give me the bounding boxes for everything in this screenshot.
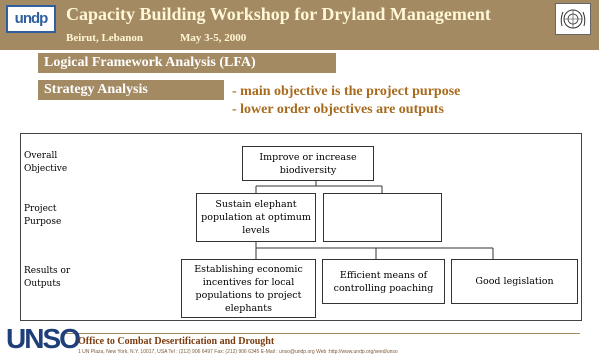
row-label-results-2: Outputs xyxy=(24,279,61,289)
bullet-lower-objectives: - lower order objectives are outputs xyxy=(232,102,444,117)
lfa-bar xyxy=(38,53,336,73)
footer-divider xyxy=(64,333,580,334)
row-label-results-1: Results or xyxy=(24,266,71,276)
undp-logo: undp xyxy=(6,5,56,33)
un-emblem-icon xyxy=(555,3,591,35)
box-result-legislation: Good legislation xyxy=(451,259,578,304)
row-label-purpose-1: Project xyxy=(24,204,57,214)
unso-logo: UNSO xyxy=(6,323,81,354)
row-label-purpose-2: Purpose xyxy=(24,217,62,227)
workshop-date: May 3-5, 2000 xyxy=(180,32,247,44)
box-result-incentives: Establishing economic incentives for loc… xyxy=(181,259,316,318)
row-label-overall-1: Overall xyxy=(24,151,58,161)
lfa-heading: Logical Framework Analysis (LFA) xyxy=(44,55,256,70)
footer-address: 1 UN Plaza, New York, N.Y. 10017, USA Te… xyxy=(78,349,398,355)
box-project-purpose-empty xyxy=(323,193,442,242)
box-result-poaching: Efficient means of controlling poaching xyxy=(322,259,445,304)
box-project-purpose: Sustain elephant population at optimum l… xyxy=(196,193,316,242)
header-bar xyxy=(0,0,599,50)
workshop-title: Capacity Building Workshop for Dryland M… xyxy=(66,4,491,24)
box-overall-objective: Improve or increase biodiversity xyxy=(242,146,374,181)
undp-logo-text: undp xyxy=(14,10,49,27)
strategy-bar xyxy=(38,80,224,100)
bullet-main-objective: - main objective is the project purpose xyxy=(232,84,461,99)
workshop-location: Beirut, Lebanon xyxy=(66,32,144,44)
strategy-heading: Strategy Analysis xyxy=(44,82,148,97)
footer-office-title: Office to Combat Desertification and Dro… xyxy=(78,336,275,347)
row-label-overall-2: Objective xyxy=(24,164,68,174)
